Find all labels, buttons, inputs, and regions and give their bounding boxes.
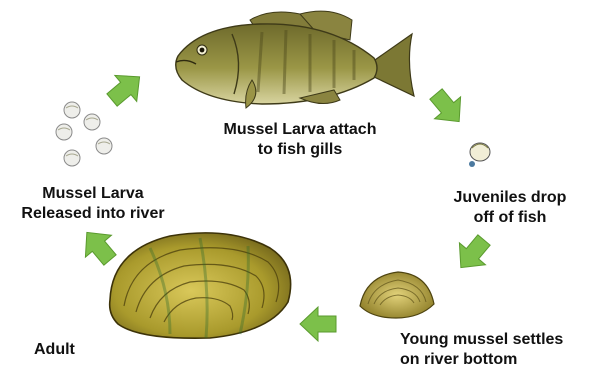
stage-label-adult-line1: Adult — [34, 340, 94, 360]
mussel-larvae-illustration — [56, 102, 112, 166]
fish-illustration — [176, 11, 414, 108]
stage-label-juveniles-drop-line2: off of fish — [440, 208, 580, 228]
stage-label-larva-attach: Mussel Larva attach to fish gills — [200, 120, 400, 160]
arrow-adult-to-larva — [74, 221, 123, 270]
adult-mussel-illustration — [110, 233, 291, 338]
stage-label-larva-attach-line2: to fish gills — [200, 140, 400, 160]
young-mussel-illustration — [360, 272, 434, 318]
arrow-young-to-adult — [300, 307, 336, 341]
stage-label-young-settles-line2: on river bottom — [400, 350, 606, 370]
stage-label-juveniles-drop: Juveniles drop off of fish — [440, 188, 580, 228]
stage-label-young-settles-line1: Young mussel settles — [400, 330, 606, 350]
juvenile-mussel-illustration — [469, 143, 490, 167]
arrow-juveniles-to-young — [448, 229, 497, 278]
stage-label-juveniles-drop-line1: Juveniles drop — [440, 188, 580, 208]
stage-label-larva-attach-line1: Mussel Larva attach — [200, 120, 400, 140]
arrow-fish-to-juveniles — [423, 83, 472, 132]
stage-label-young-settles: Young mussel settles on river bottom — [400, 330, 606, 370]
arrow-larva-to-fish — [101, 64, 150, 113]
stage-label-larva-released-line1: Mussel Larva — [8, 184, 178, 204]
stage-label-adult: Adult — [34, 340, 94, 360]
stage-label-larva-released-line2: Released into river — [8, 204, 178, 224]
stage-label-larva-released: Mussel Larva Released into river — [8, 184, 178, 224]
